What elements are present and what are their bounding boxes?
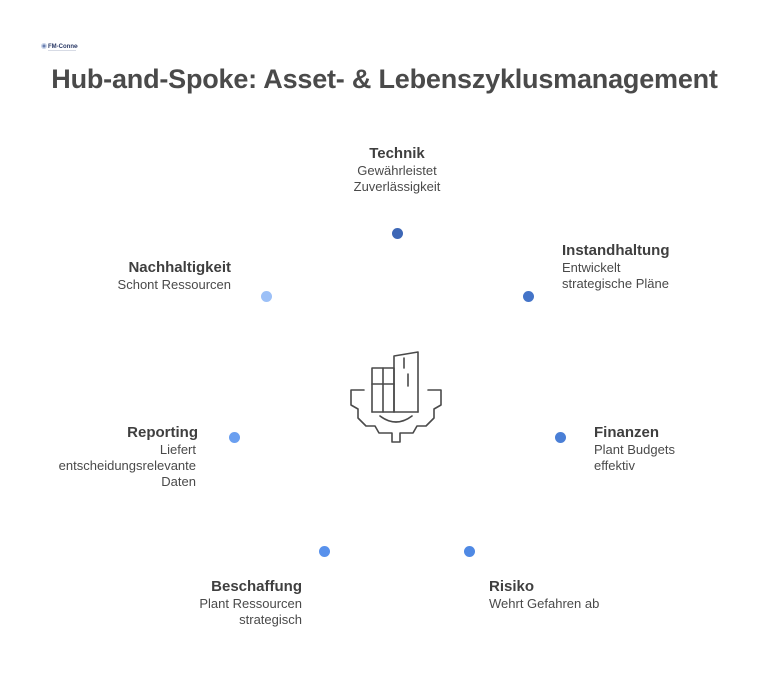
node-reporting-desc: Liefert entscheidungsrelevante Daten — [58, 442, 196, 489]
node-risiko-desc: Wehrt Gefahren ab — [489, 596, 600, 611]
page-title: Hub-and-Spoke: Asset- & Lebenszyklusmana… — [51, 64, 718, 94]
node-instandhaltung-title: Instandhaltung — [562, 242, 670, 259]
fm-connect-logo: FM-Connect — [41, 43, 78, 51]
node-beschaffung-dot — [319, 546, 330, 557]
node-instandhaltung-dot — [523, 291, 534, 302]
node-technik-dot — [392, 228, 403, 239]
node-finanzen-title: Finanzen — [594, 424, 660, 441]
node-risiko: Risiko Wehrt Gefahren ab — [489, 578, 659, 612]
node-finanzen-dot — [555, 432, 566, 443]
node-beschaffung-desc: Plant Ressourcen strategisch — [199, 596, 302, 627]
building-gear-icon — [350, 351, 442, 443]
node-reporting: Reporting Liefert entscheidungsrelevante… — [28, 424, 198, 490]
node-reporting-dot — [229, 432, 240, 443]
node-risiko-dot — [464, 546, 475, 557]
node-reporting-title: Reporting — [127, 424, 198, 441]
node-technik-title: Technik — [369, 145, 425, 162]
node-technik-desc: Gewährleistet Zuverlässigkeit — [353, 163, 441, 194]
node-risiko-title: Risiko — [489, 578, 535, 595]
node-nachhaltigkeit-title: Nachhaltigkeit — [128, 259, 231, 276]
svg-text:FM-Connect: FM-Connect — [48, 44, 78, 50]
node-finanzen-desc: Plant Budgets effektiv — [594, 442, 675, 473]
node-instandhaltung: Instandhaltung Entwickelt strategische P… — [562, 242, 732, 292]
node-finanzen: Finanzen Plant Budgets effektiv — [594, 424, 764, 474]
node-instandhaltung-desc: Entwickelt strategische Pläne — [562, 260, 669, 291]
node-beschaffung: Beschaffung Plant Ressourcen strategisch — [132, 578, 302, 628]
node-nachhaltigkeit-desc: Schont Ressourcen — [117, 277, 231, 292]
node-nachhaltigkeit: Nachhaltigkeit Schont Ressourcen — [61, 259, 231, 293]
node-beschaffung-title: Beschaffung — [211, 578, 302, 595]
node-technik: Technik Gewährleistet Zuverlässigkeit — [312, 145, 482, 195]
node-nachhaltigkeit-dot — [261, 291, 272, 302]
